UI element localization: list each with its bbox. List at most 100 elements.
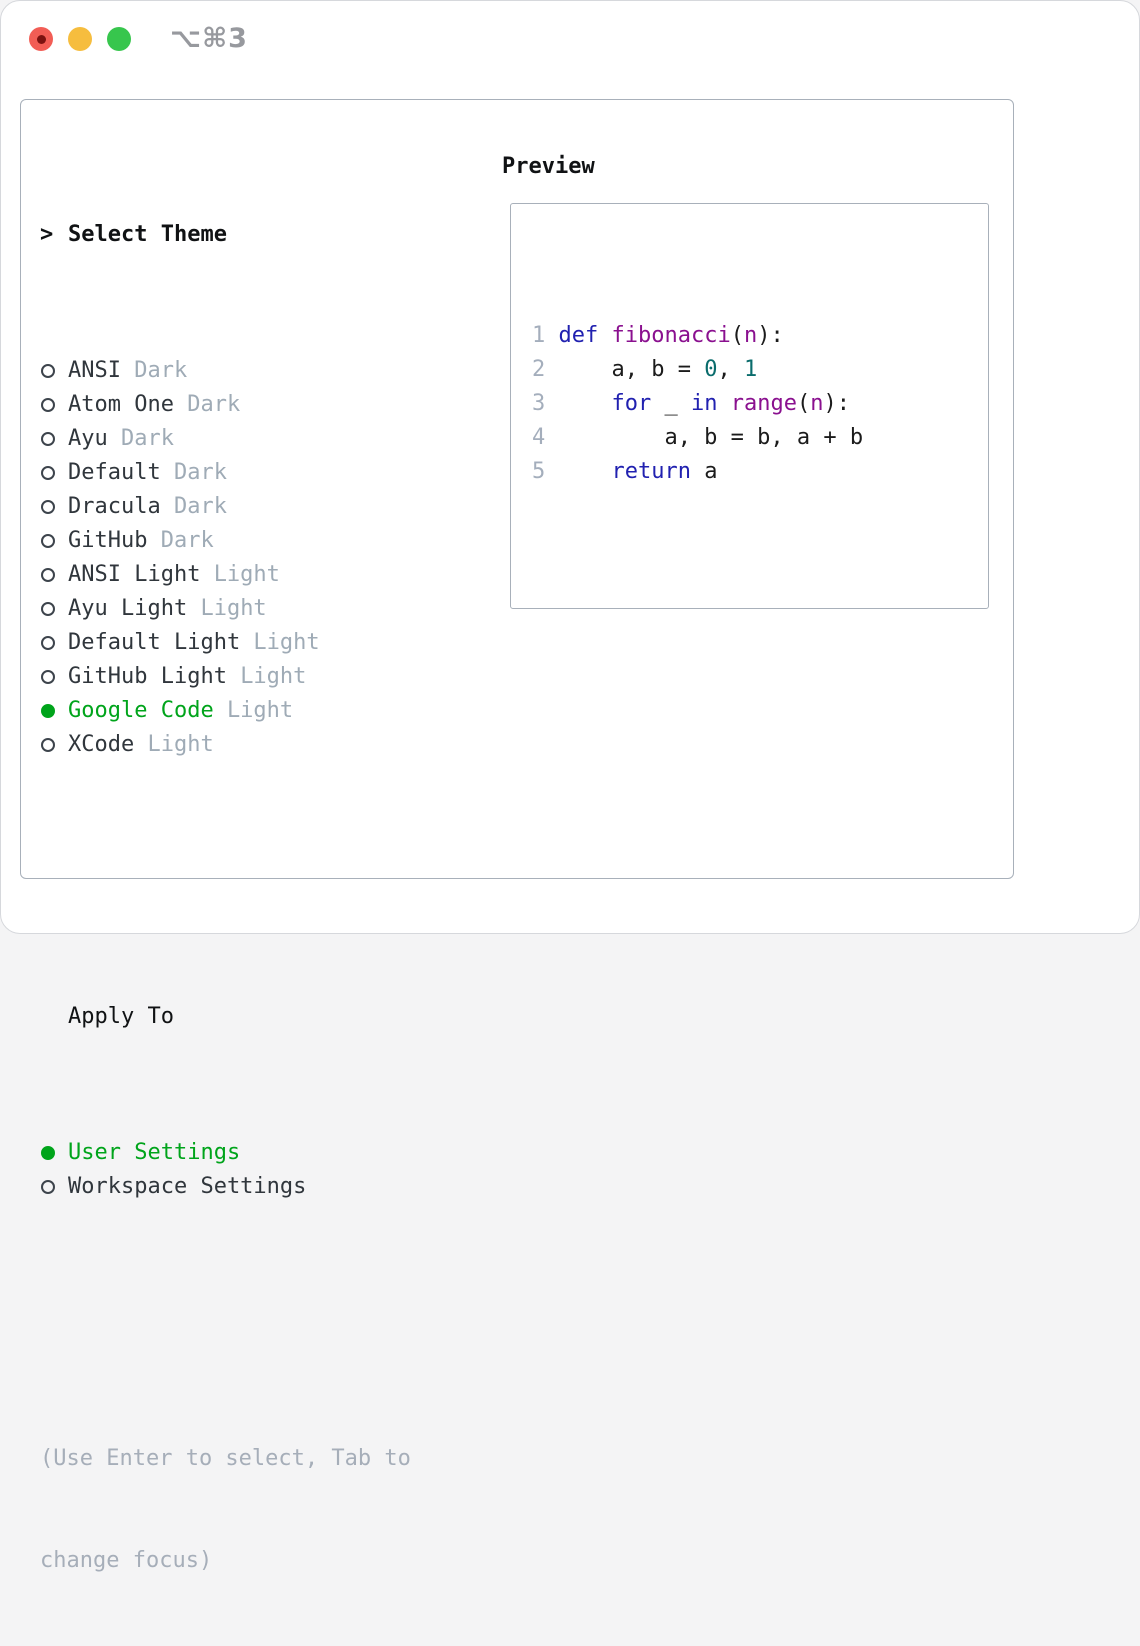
marker-cell <box>40 1146 68 1160</box>
radio-icon <box>41 670 55 684</box>
close-button[interactable] <box>29 27 53 51</box>
hint-line-2: change focus) <box>40 1548 213 1573</box>
radio-icon <box>41 534 55 548</box>
option-label: Ayu Light <box>68 596 188 621</box>
code-token: range <box>730 391 797 416</box>
apply-option-workspace-settings[interactable]: Workspace Settings <box>40 1170 411 1204</box>
code-token <box>558 455 611 489</box>
variant-badge: Dark <box>173 494 227 519</box>
variant-badge: Dark <box>173 460 227 485</box>
code-line: 5 return a <box>532 455 988 489</box>
radio-icon <box>41 364 55 378</box>
radio-icon <box>41 466 55 480</box>
code-token <box>717 387 730 421</box>
option-label: Ayu <box>68 426 108 451</box>
theme-option-ayu[interactable]: Ayu Dark <box>40 422 411 456</box>
variant-badge: Dark <box>120 426 174 451</box>
code-line: 3 for _ in range(n): <box>532 387 988 421</box>
marker-cell <box>40 738 68 752</box>
radio-icon <box>41 398 55 412</box>
theme-option-github-light[interactable]: GitHub Light Light <box>40 660 411 694</box>
close-dot-icon <box>36 34 46 44</box>
spacer <box>40 1306 411 1340</box>
code-token <box>558 387 611 421</box>
line-number: 3 <box>532 391 546 416</box>
selected-radio-icon <box>41 1146 55 1160</box>
option-label: GitHub Light <box>68 664 227 689</box>
code-token: n <box>810 391 824 416</box>
code-token: def <box>558 323 599 348</box>
marker-cell <box>40 568 68 582</box>
variant-badge: Light <box>200 596 267 621</box>
spacer <box>40 864 411 898</box>
line-number: 2 <box>532 357 546 382</box>
marker-cell <box>40 1180 68 1194</box>
code-token <box>598 319 611 353</box>
option-label: ANSI <box>68 358 121 383</box>
code-token: 0 <box>704 357 718 382</box>
code-token: for <box>611 391 652 416</box>
code-token: ): <box>757 323 784 348</box>
option-label: Dracula <box>68 494 161 519</box>
option-label: Google Code <box>68 698 214 723</box>
window-title-shortcut: ⌥⌘3 <box>170 23 248 54</box>
radio-icon <box>41 1180 55 1194</box>
code-token: ): <box>823 391 850 416</box>
blank-line <box>532 557 988 591</box>
minimize-button[interactable] <box>68 27 92 51</box>
apply-to-label: Apply To <box>68 1004 174 1029</box>
marker-cell <box>40 466 68 480</box>
marker-cell <box>40 670 68 684</box>
radio-icon <box>41 500 55 514</box>
code-token: in <box>690 391 718 416</box>
radio-icon <box>41 602 55 616</box>
code-token: return <box>611 459 691 484</box>
theme-option-dracula[interactable]: Dracula Dark <box>40 490 411 524</box>
zoom-button[interactable] <box>107 27 131 51</box>
marker-cell <box>40 364 68 378</box>
hint-line-1: (Use Enter to select, Tab to <box>40 1446 411 1471</box>
window-controls <box>29 27 146 51</box>
code-token: ( <box>730 323 744 348</box>
option-label: Atom One <box>68 392 174 417</box>
theme-option-ayu-light[interactable]: Ayu Light Light <box>40 592 411 626</box>
code-token: 1 <box>743 357 758 382</box>
option-label: User Settings <box>68 1140 241 1165</box>
select-theme-header: > Select Theme <box>40 218 411 252</box>
variant-badge: Light <box>240 664 307 689</box>
line-number: 4 <box>532 425 546 450</box>
code-line: 2 a, b = 0, 1 <box>532 353 988 387</box>
code-token: _ <box>651 391 691 416</box>
theme-option-atom-one[interactable]: Atom One Dark <box>40 388 411 422</box>
marker-cell <box>40 534 68 548</box>
marker-cell <box>40 602 68 616</box>
theme-option-default[interactable]: Default Dark <box>40 456 411 490</box>
apply-option-user-settings[interactable]: User Settings <box>40 1136 411 1170</box>
option-label: Default <box>68 460 161 485</box>
radio-icon <box>41 432 55 446</box>
variant-badge: Dark <box>187 392 241 417</box>
variant-badge: Light <box>213 562 280 587</box>
code-line: 4 a, b = b, a + b <box>532 421 988 455</box>
code-token: a, b = <box>558 357 705 382</box>
variant-badge: Light <box>147 732 214 757</box>
marker-cell <box>40 636 68 650</box>
marker-cell <box>40 432 68 446</box>
radio-icon <box>41 738 55 752</box>
marker-cell <box>40 398 68 412</box>
code-token: n <box>743 323 758 348</box>
variant-badge: Dark <box>160 528 214 553</box>
code-token: ( <box>796 391 811 416</box>
